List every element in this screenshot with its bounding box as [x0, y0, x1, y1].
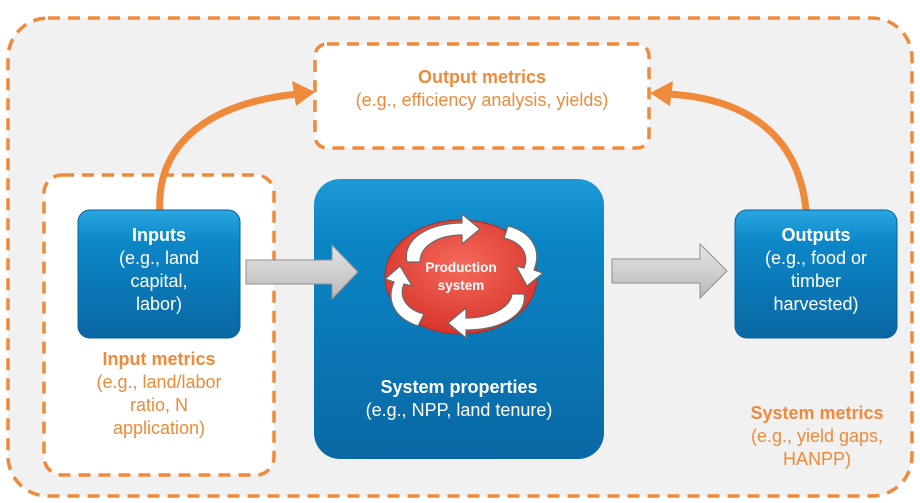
inputs-box: [77, 209, 241, 339]
system-to-outputs-arrow: [611, 242, 728, 300]
input-metrics-line-1: (e.g., land/labor: [96, 371, 222, 392]
inputs-to-output-metrics-arrowhead: [292, 81, 315, 106]
outputs-line-2: timber: [790, 270, 841, 291]
output-metrics-detail: (e.g., efficiency analysis, yields): [355, 89, 609, 110]
input-metrics-label: Input metrics (e.g., land/labor ratio, N…: [44, 348, 274, 439]
system-properties-label: System properties (e.g., NPP, land tenur…: [314, 376, 604, 422]
cycle-arrow-left-icon: [383, 265, 425, 327]
system-metrics-label: System metrics (e.g., yield gaps, HANPP): [722, 402, 912, 471]
system-metrics-line-1: (e.g., yield gaps,: [750, 425, 884, 446]
outputs-title: Outputs: [781, 225, 851, 245]
system-metrics-line-2: HANPP): [782, 448, 851, 469]
inputs-line-1: (e.g., land: [118, 247, 200, 268]
outputs-line-3: harvested): [773, 293, 859, 314]
outputs-to-output-metrics-arrowhead: [650, 81, 673, 106]
cycle-arrow-top-icon: [405, 212, 481, 263]
cycle-arrow-right-icon: [503, 225, 545, 287]
outputs-label: Outputs (e.g., food or timber harvested): [735, 224, 897, 315]
system-properties-title: System properties: [380, 377, 538, 397]
outputs-box: [734, 209, 898, 339]
input-metrics-line-3: application): [112, 417, 206, 438]
inputs-title: Inputs: [132, 225, 186, 245]
system-metrics-title: System metrics: [750, 403, 884, 423]
production-system-label: Production system: [411, 259, 511, 294]
cycle-arrow-bottom-icon: [447, 293, 525, 340]
output-metrics-box: [313, 42, 651, 150]
output-metrics-title: Output metrics: [417, 67, 546, 87]
outputs-line-1: (e.g., food or: [764, 247, 868, 268]
outputs-to-output-metrics-arrow: [667, 90, 810, 211]
input-metrics-title: Input metrics: [102, 349, 216, 369]
production-system-line-1: Production: [425, 260, 497, 275]
inputs-line-3: labor): [135, 293, 183, 314]
inputs-to-system-arrow: [245, 243, 359, 301]
input-metrics-line-2: ratio, N: [129, 394, 189, 415]
inputs-label: Inputs (e.g., land capital, labor): [78, 224, 240, 315]
production-system-line-2: system: [437, 277, 485, 293]
system-properties-detail: (e.g., NPP, land tenure): [365, 399, 553, 420]
output-metrics-label: Output metrics (e.g., efficiency analysi…: [315, 66, 649, 112]
inputs-line-2: capital,: [130, 270, 188, 291]
inputs-to-output-metrics-arrow: [156, 90, 299, 214]
